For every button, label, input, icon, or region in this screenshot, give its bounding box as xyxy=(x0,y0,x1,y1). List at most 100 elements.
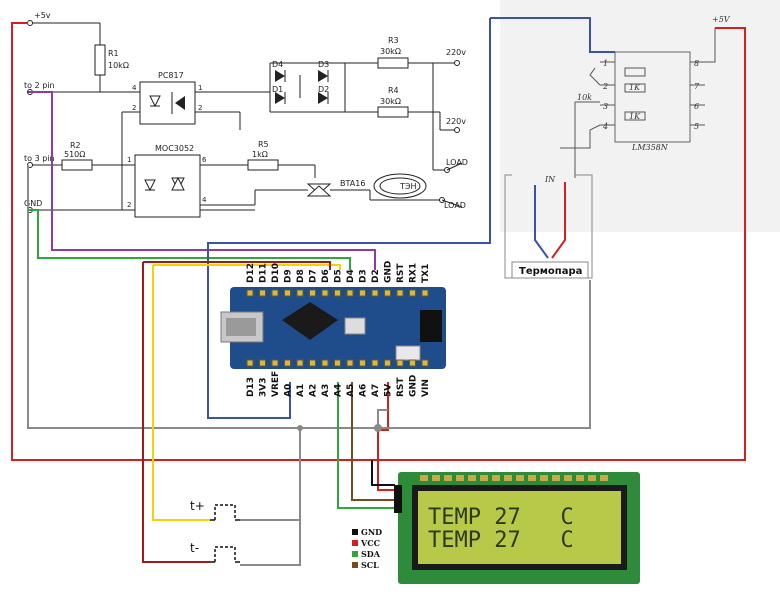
label-lm358: LM358N xyxy=(631,143,669,152)
nano-pin-gnd xyxy=(409,359,416,367)
thermocouple-label: Термопара xyxy=(519,266,582,277)
label-heater: ТЭН xyxy=(399,182,417,191)
lcd-header-pin xyxy=(588,475,596,481)
module-row-2: 2 xyxy=(602,82,608,91)
label-r5: R5 xyxy=(258,140,269,149)
value-r2: 510Ω xyxy=(64,150,85,159)
nano-pin-d10 xyxy=(271,289,279,297)
nano-pin-label-gnd: GND xyxy=(409,375,419,397)
label-1k-b: 1K xyxy=(629,112,641,121)
label-pc817: PC817 xyxy=(158,71,184,80)
nano-pin-label-gnd: GND xyxy=(384,261,394,283)
nano-pin-label-d9: D9 xyxy=(284,269,294,283)
resistor-r5 xyxy=(247,159,279,171)
nano-pin-label-a0: A0 xyxy=(284,384,294,397)
load-switches xyxy=(441,162,463,208)
nano-pin-label-a1: A1 xyxy=(296,384,306,397)
nano-pin-label-a3: A3 xyxy=(321,384,331,397)
nano-pin-label-rst: RST xyxy=(396,263,406,283)
nano-pin-label-d2: D2 xyxy=(371,269,381,283)
nano-pin-a3 xyxy=(321,359,329,367)
nano-pin-3v3 xyxy=(259,359,266,367)
label-r1: R1 xyxy=(108,49,119,58)
pc817-optocoupler xyxy=(139,81,196,125)
label-220v-a: 220v xyxy=(446,48,466,57)
nano-pin-label-d11: D11 xyxy=(259,263,269,283)
button-temp-plus[interactable] xyxy=(210,504,240,521)
nano-pin-d3 xyxy=(359,289,366,297)
label-d1: D1 xyxy=(272,85,283,94)
lcd-header-pin xyxy=(528,475,536,481)
lcd-header-pin xyxy=(432,475,440,481)
value-r5: 1kΩ xyxy=(252,150,268,159)
lcd-legend-label-scl: SCL xyxy=(361,560,379,570)
lcd-header-pin xyxy=(504,475,512,481)
lcd-legend-label-sda: SDA xyxy=(361,549,381,559)
label-moc3052: MOC3052 xyxy=(155,144,194,153)
lcd-header-pin xyxy=(420,475,428,481)
label-d2: D2 xyxy=(318,85,329,94)
nano-pin-a0 xyxy=(284,359,291,367)
lcd-module xyxy=(394,472,640,584)
nano-pin-label-d8: D8 xyxy=(296,269,306,283)
resistor-r1 xyxy=(94,44,106,76)
pin-moc-1: 1 xyxy=(127,156,131,164)
nano-pin-label-d3: D3 xyxy=(359,269,369,283)
value-r3: 30kΩ xyxy=(380,47,401,56)
module-row-3: 3 xyxy=(603,102,608,111)
nano-pin-gnd xyxy=(384,289,391,297)
lm358-module xyxy=(560,28,716,178)
module-row-5: 5 xyxy=(694,122,699,131)
label-r3: R3 xyxy=(388,36,399,45)
lcd-header-pin xyxy=(552,475,560,481)
lcd-header-pin xyxy=(516,475,524,481)
thermocouple-frame-r xyxy=(575,174,593,279)
nano-pin-vref xyxy=(271,359,279,367)
lcd-header-pin xyxy=(600,475,608,481)
label-10k: 10k xyxy=(577,93,592,102)
schematic-lines xyxy=(30,22,455,211)
label-thermocouple-in: IN xyxy=(544,175,556,184)
nano-pin-a5 xyxy=(346,359,354,367)
lcd-legend-label-vcc: VCC xyxy=(360,538,380,548)
nano-pin-label-rst: RST xyxy=(396,377,406,397)
nano-pin-d2 xyxy=(371,289,379,297)
nano-pin-d4 xyxy=(346,289,354,297)
nano-pin-label-d4: D4 xyxy=(346,269,356,283)
nano-pin-d7 xyxy=(309,289,316,297)
pin-moc-4: 4 xyxy=(202,196,207,204)
nano-pin-label-a7: A7 xyxy=(371,384,381,397)
pin-pc-2b: 2 xyxy=(198,104,202,112)
pin-moc-6: 6 xyxy=(202,156,207,164)
lcd-header-pin xyxy=(480,475,488,481)
lcd-line-1: TEMP 27 C xyxy=(428,505,574,530)
lcd-header-pins xyxy=(420,475,608,481)
thermocouple-frame xyxy=(504,174,512,279)
button-temp-minus[interactable] xyxy=(210,546,240,563)
pin-pc-4: 4 xyxy=(132,84,137,92)
label-plus5v: +5v xyxy=(34,11,51,20)
nano-pin-label-vin: VIN xyxy=(421,379,431,397)
value-r1: 10kΩ xyxy=(108,61,129,70)
nano-pin-rst xyxy=(396,359,404,367)
module-row-7: 7 xyxy=(694,82,700,91)
label-load-2: LOAD xyxy=(444,201,466,210)
label-d3: D3 xyxy=(318,60,329,69)
thermocouple-label-box xyxy=(511,261,589,279)
nano-pin-d11 xyxy=(259,289,266,297)
nano-pin-a1 xyxy=(296,359,304,367)
nano-pin-rst xyxy=(396,289,404,297)
schematic-panel xyxy=(0,0,500,240)
thermocouple-red-wire xyxy=(551,182,566,259)
label-load-1: LOAD xyxy=(446,158,468,167)
bta16-triac xyxy=(306,183,332,197)
label-r2: R2 xyxy=(70,141,81,150)
label-gnd: GND xyxy=(24,199,42,208)
arduino-nano-board xyxy=(220,287,446,369)
nano-pin-label-a2: A2 xyxy=(309,384,319,397)
nano-pin-label-a4: A4 xyxy=(334,384,344,397)
nano-pin-d9 xyxy=(284,289,291,297)
